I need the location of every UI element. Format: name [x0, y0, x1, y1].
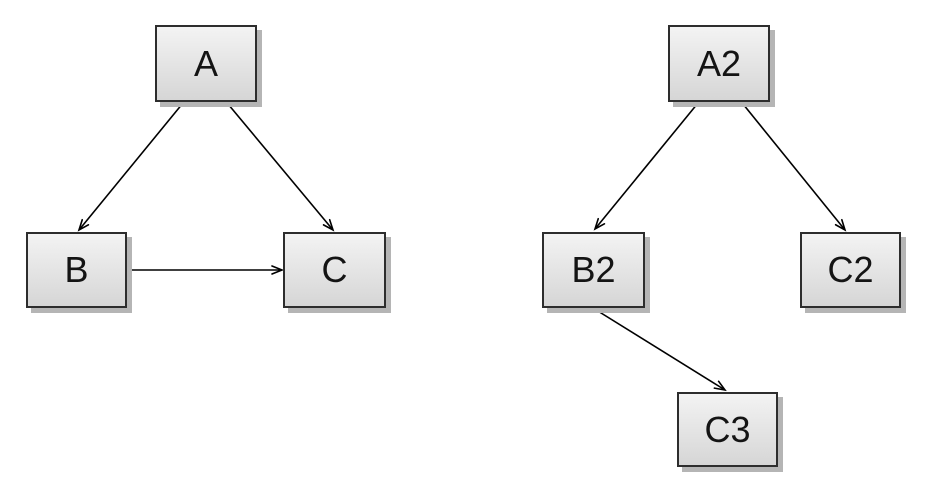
node-label-C2: C2	[827, 249, 874, 290]
node-label-B: B	[64, 249, 89, 290]
edge-A2-C2	[742, 103, 847, 232]
node-B2[interactable]: B2	[542, 232, 645, 308]
edge-A-B	[77, 102, 184, 232]
node-label-C3: C3	[704, 408, 751, 450]
node-A2[interactable]: A2	[668, 25, 770, 102]
node-label-B2: B2	[571, 249, 616, 290]
node-C2[interactable]: C2	[800, 232, 901, 308]
edge-A2-B2	[593, 102, 699, 231]
edge-B2-C3	[592, 307, 727, 392]
node-label-C: C	[321, 249, 348, 290]
node-B[interactable]: B	[26, 232, 127, 308]
node-C3[interactable]: C3	[677, 392, 778, 467]
node-label-A: A	[193, 42, 218, 84]
edge-A-C	[227, 103, 335, 232]
node-A[interactable]: A	[155, 25, 257, 102]
node-label-A2: A2	[696, 42, 742, 84]
node-C[interactable]: C	[283, 232, 386, 308]
